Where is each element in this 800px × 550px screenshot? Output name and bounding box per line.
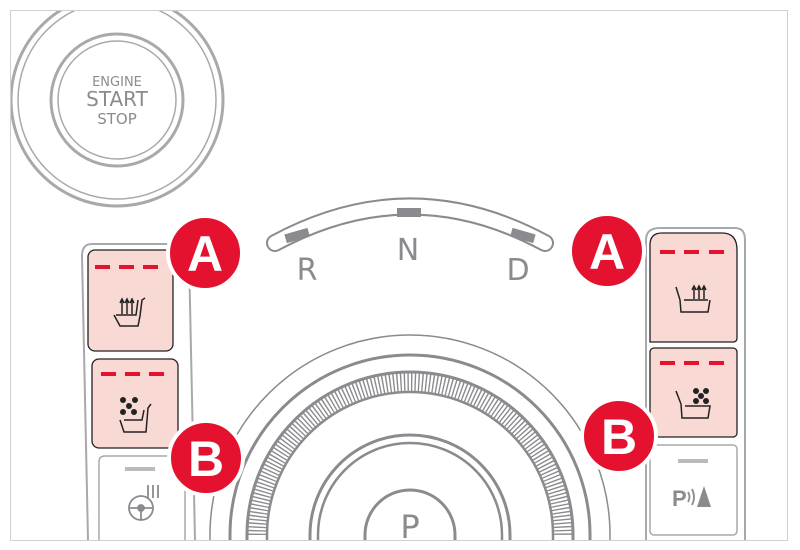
callout-b-right: B — [580, 397, 658, 475]
seat-heater-icon — [675, 284, 711, 313]
engine-label: ENGINE — [92, 75, 142, 90]
start-label: START — [86, 87, 148, 111]
reverse-indicator — [284, 227, 310, 244]
svg-text:B: B — [601, 409, 637, 465]
svg-text:B: B — [188, 431, 224, 487]
frame-border — [10, 10, 788, 541]
gear-indicator: R N D — [266, 197, 554, 288]
svg-text:A: A — [187, 226, 223, 282]
gear-dial[interactable]: P — [209, 334, 611, 546]
left-seat-ventilation-button[interactable] — [91, 358, 179, 449]
parking-sensor-icon: P — [672, 486, 711, 511]
right-seat-heater-button[interactable] — [649, 232, 738, 343]
svg-text:A: A — [589, 224, 625, 280]
seat-ventilation-icon — [675, 388, 711, 419]
stop-label: STOP — [97, 110, 137, 128]
steering-wheel-heater-button[interactable] — [98, 455, 186, 540]
parking-sensor-button[interactable]: P — [649, 444, 738, 536]
gear-r: R — [297, 253, 318, 288]
right-seat-ventilation-button[interactable] — [649, 347, 738, 438]
drive-indicator — [510, 227, 536, 244]
callout-a-left: A — [166, 214, 244, 292]
callout-b-left: B — [167, 419, 245, 497]
seat-ventilation-icon — [119, 397, 152, 433]
callout-a-right: A — [568, 212, 646, 290]
engine-start-stop-button[interactable]: ENGINE START STOP — [11, 0, 225, 208]
gear-n: N — [397, 233, 419, 268]
steering-wheel-heater-icon — [128, 485, 159, 521]
left-seat-heater-button[interactable] — [87, 249, 174, 352]
gear-p: P — [400, 508, 419, 546]
left-switch-panel — [80, 243, 196, 540]
neutral-indicator — [397, 208, 421, 217]
gear-d: D — [506, 253, 529, 288]
parking-sensor-label: P — [672, 486, 687, 511]
right-switch-panel: P — [645, 227, 746, 540]
seat-heater-icon — [113, 297, 146, 327]
